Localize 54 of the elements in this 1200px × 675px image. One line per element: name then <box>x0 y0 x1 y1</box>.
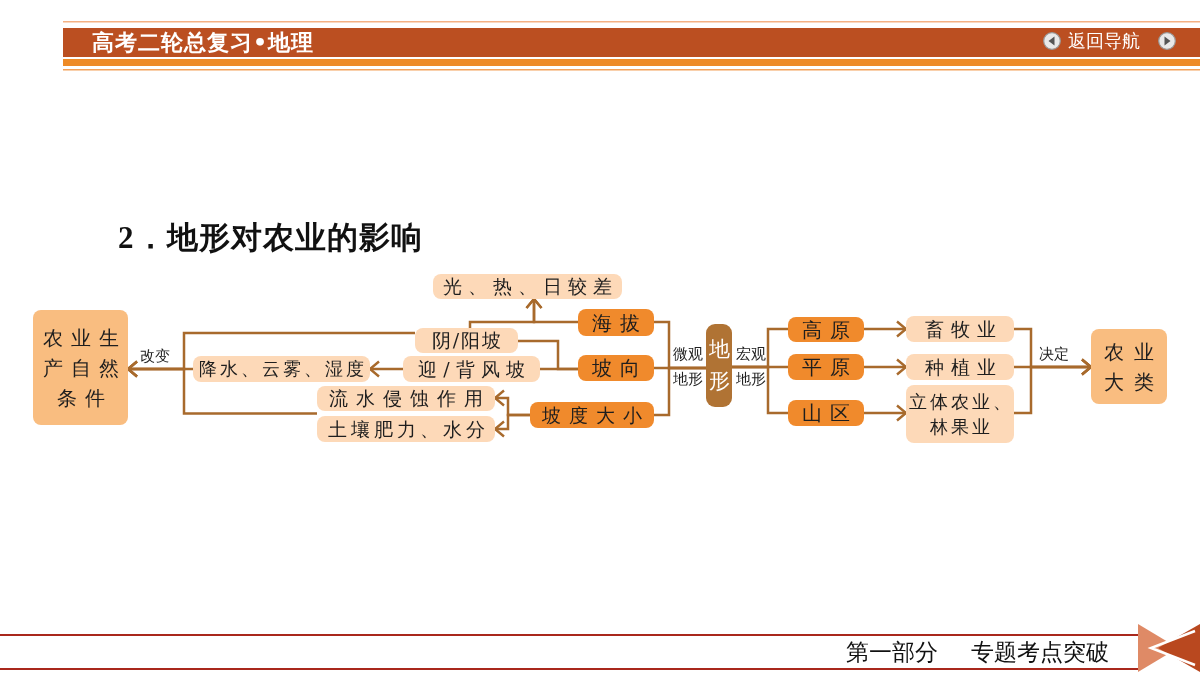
effect-text: 畜牧业 <box>923 317 1003 341</box>
arrow <box>864 404 908 422</box>
nav-link: 返回导航 <box>1068 29 1140 53</box>
factor-box <box>530 402 654 428</box>
effect-text: 光、热、日较差 <box>442 275 618 298</box>
footer-section: 第一部分 <box>846 637 938 667</box>
arrow <box>864 358 908 376</box>
connector-line <box>732 365 788 415</box>
connector-line <box>654 366 706 417</box>
factor-text: 坡度大小 <box>541 403 650 427</box>
effect-box <box>415 328 518 353</box>
effect-text: 立体农业、林果业 <box>908 389 1015 439</box>
edge-label: 改变 <box>140 347 170 366</box>
outcome-text: 农业生产自然条件 <box>41 324 128 412</box>
header-title: 高考二轮总复习•地理 <box>92 29 315 57</box>
arrow <box>1014 358 1093 415</box>
factor-text: 海拔 <box>591 310 648 335</box>
topic-text: 地形 <box>708 336 730 395</box>
arrow <box>493 413 530 438</box>
effect-box <box>317 416 495 442</box>
outcome-box <box>33 310 128 425</box>
topic-note: 宏观地形 <box>735 344 767 390</box>
effect-text: 种植业 <box>923 355 1003 379</box>
effect-box <box>193 356 370 382</box>
effect-box <box>403 356 540 382</box>
connector-line <box>540 367 578 371</box>
effect-box <box>906 354 1014 380</box>
factor-box <box>578 355 654 381</box>
outcome-text: 农业大类 <box>1103 338 1165 396</box>
arrow <box>126 360 317 415</box>
arrow <box>368 360 403 378</box>
factor-text: 山区 <box>801 401 858 425</box>
factor-box <box>788 400 864 426</box>
effect-text: 阴/阳坡 <box>430 329 504 352</box>
effect-text: 土壤肥力、水分 <box>326 417 489 441</box>
arrow <box>468 297 543 328</box>
footer-section: 专题考点突破 <box>971 637 1109 667</box>
factor-text: 平原 <box>801 355 858 379</box>
factor-box <box>788 354 864 380</box>
topic-note: 微观地形 <box>672 344 704 390</box>
topic-box <box>706 324 732 407</box>
effect-box <box>906 316 1014 342</box>
arrow <box>864 320 908 338</box>
diagram-title: 2．地形对农业的影响 <box>118 219 423 257</box>
factor-text: 坡向 <box>591 356 648 380</box>
edge-label: 决定 <box>1039 345 1069 364</box>
effect-text: 降水、云雾、湿度 <box>198 358 367 380</box>
effect-box <box>317 386 495 411</box>
outcome-box <box>1091 329 1167 404</box>
factor-text: 高原 <box>801 317 858 342</box>
effect-text: 迎/背风坡 <box>417 357 531 381</box>
effect-text: 流水侵蚀作用 <box>328 387 491 410</box>
factor-box <box>578 309 654 336</box>
factor-box <box>788 317 864 342</box>
